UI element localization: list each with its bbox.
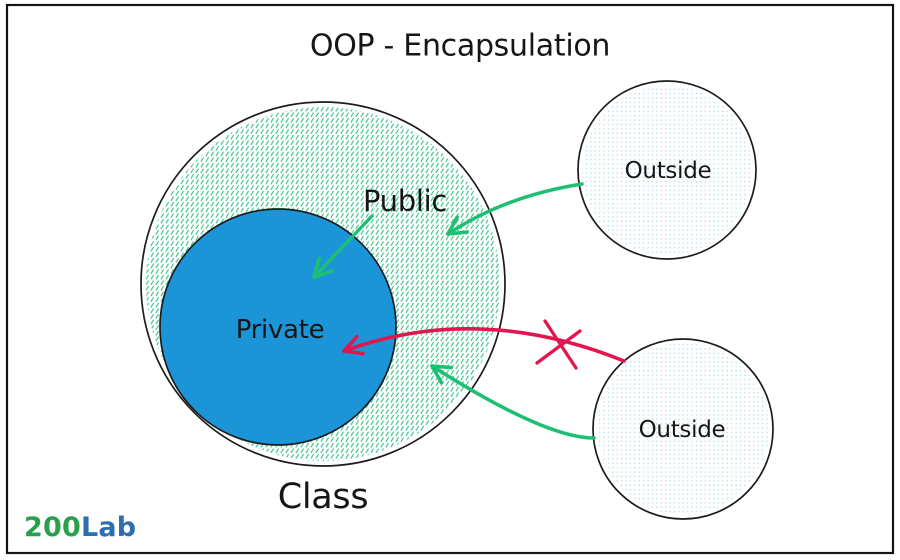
logo-suffix: Lab <box>80 512 137 543</box>
outside-bottom-label: Outside <box>638 417 726 443</box>
outside-bottom-to-public-arrow <box>430 364 596 440</box>
denied-x-stroke-2 <box>535 329 582 365</box>
class-label: Class <box>277 477 369 517</box>
private-circle <box>159 208 397 446</box>
denied-x-icon <box>535 319 582 370</box>
outside-top-dots <box>582 85 752 255</box>
public-label: Public <box>362 184 448 218</box>
logo-prefix: 200 <box>24 512 81 543</box>
outside-to-private-denied-arrow <box>342 326 626 363</box>
outside-top-to-public-arrow <box>446 182 584 236</box>
private-label: Private <box>235 315 325 345</box>
outside-top-label: Outside <box>624 158 712 184</box>
outside-bottom-dots <box>597 343 769 515</box>
canvas-frame <box>5 3 895 555</box>
diagram-title: OOP - Encapsulation <box>309 28 611 64</box>
public-to-private-arrow <box>312 214 374 279</box>
logo-200lab: 200Lab <box>24 512 136 543</box>
